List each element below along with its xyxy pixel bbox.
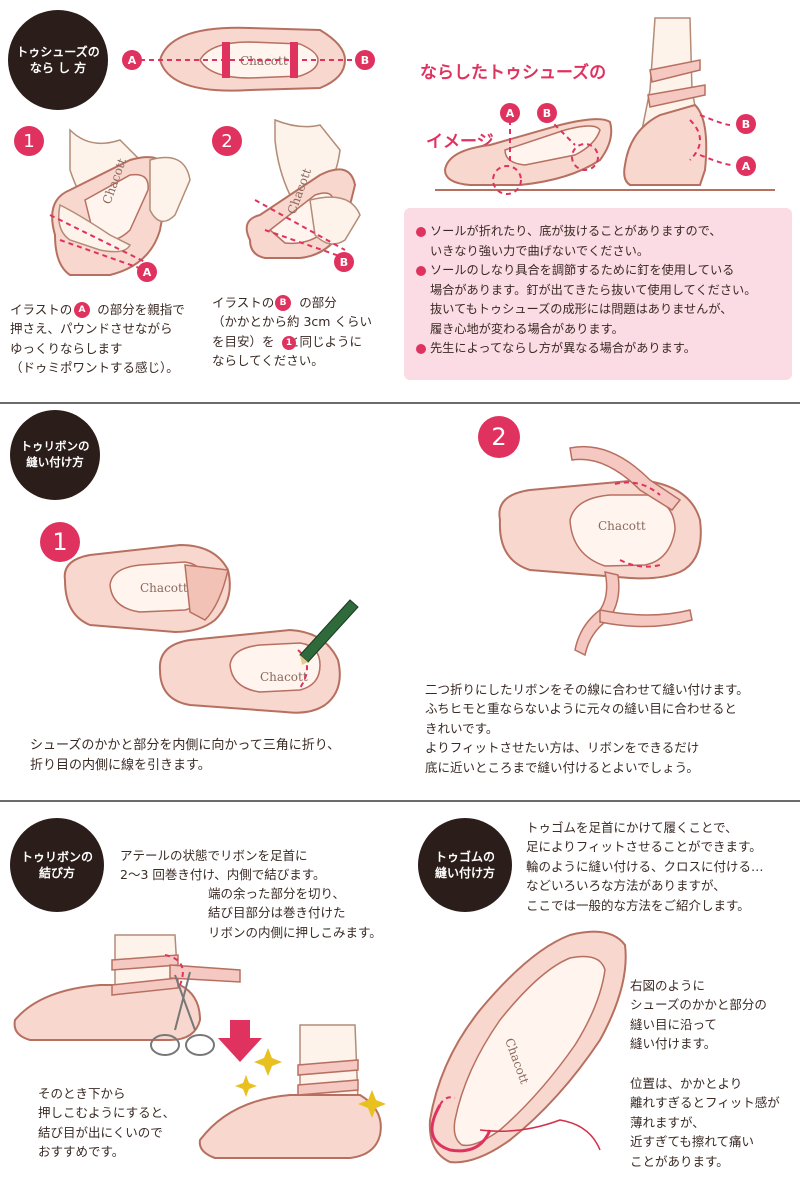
image-title-line-1: ならしたトゥシューズの: [420, 62, 607, 83]
note-2-text: ソールのしなり具合を調節するために釘を使用している 場合があります。釘が出てきた…: [430, 263, 757, 336]
marker-a-top: A: [122, 50, 142, 70]
svg-text:Chacott: Chacott: [240, 54, 288, 68]
tying-text-2: 端の余った部分を切り、 結び目部分は巻き付けた リボンの内側に押しこみます。: [208, 886, 382, 940]
section-badge-breaking-in: トゥシューズの なら し 方: [8, 10, 108, 110]
elastic-text-2: 右図のように シューズのかかと部分の 縫い目に沿って 縫い付けます。: [630, 978, 767, 1052]
note-2: ソールのしなり具合を調節するために釘を使用している 場合があります。釘が出てきた…: [416, 261, 782, 339]
step-number-2: 2: [478, 416, 520, 458]
note-1-text: ソールが折れたり、底が抜けることがありますので、 いきなり強い力で曲げないでくだ…: [430, 224, 722, 258]
inline-marker-b: B: [275, 295, 291, 311]
inline-marker-1: 1: [282, 336, 296, 350]
step-number-1: 1: [14, 126, 44, 156]
bullet-icon: [416, 266, 426, 277]
badge-line-1: トゥシューズの: [16, 44, 100, 59]
marker-a-step1: A: [137, 262, 157, 282]
elastic-text-1: トゥゴムを足首にかけて履くことで、 足によりフィットさせることができます。 輪の…: [526, 820, 764, 913]
marker-b-image: B: [537, 103, 557, 123]
badge-line-2: 縫い付け方: [26, 455, 84, 469]
svg-text:Chacott: Chacott: [502, 1036, 532, 1086]
section-badge-ribbon-sewing: トゥリボンの 縫い付け方: [10, 410, 100, 500]
section-badge-ribbon-tying: トゥリボンの 結び方: [10, 818, 104, 912]
ribbon-step2-text: 二つ折りにしたリボンをその線に合わせて縫い付けます。 ふちヒモと重ならないように…: [425, 682, 749, 775]
marker-b-image-right: B: [736, 114, 756, 134]
bullet-icon: [416, 344, 426, 355]
section-divider-1: [0, 402, 800, 404]
svg-text:Chacott: Chacott: [260, 670, 308, 684]
badge-line-1: トゥリボンの: [20, 849, 93, 864]
svg-text:Chacott: Chacott: [100, 156, 130, 206]
elastic-text-3: 位置は、かかとより 離れすぎるとフィット感が 薄れますが、 近すぎても擦れて痛い…: [630, 1076, 780, 1169]
note-3-text: 先生によってならし方が異なる場合があります。: [430, 341, 696, 356]
bullet-icon: [416, 227, 426, 237]
image-title: ならしたトゥシューズの イメージ: [420, 16, 606, 177]
step-number-2: 2: [212, 126, 242, 156]
tying-text-3: そのとき下から 押しこむようにすると、 結び目が出にくいので おすすめです。: [38, 1086, 176, 1160]
svg-text:Chacott: Chacott: [598, 519, 646, 533]
ribbon-step1-text: シューズのかかと部分を内側に向かって三角に折り、 折り目の内側に線を引きます。: [30, 738, 341, 774]
marker-b-top: B: [355, 50, 375, 70]
badge-line-1: トゥゴムの: [434, 849, 495, 864]
section-divider-2: [0, 800, 800, 802]
image-title-line-2: イメージ: [426, 131, 494, 152]
badge-line-1: トゥリボンの: [20, 439, 90, 454]
inline-marker-a: A: [74, 302, 90, 318]
marker-b-step2: B: [334, 252, 354, 272]
svg-text:Chacott: Chacott: [285, 166, 315, 216]
caution-notes: ソールが折れたり、底が抜けることがありますので、 いきなり強い力で曲げないでくだ…: [404, 208, 792, 380]
step-number-1: 1: [40, 522, 80, 562]
step1-text: イラストの の部分を親指で 押さえ、パウンドさせながら ゆっくりならします （ド…: [10, 302, 185, 376]
badge-line-2: 縫い付け方: [434, 866, 495, 880]
note-1: ソールが折れたり、底が抜けることがありますので、 いきなり強い力で曲げないでくだ…: [416, 222, 782, 261]
badge-line-2: 結び方: [38, 866, 75, 880]
step2-text: イラストの の部分 （かかとから約 3cm くらい を目安）を と同じように な…: [212, 295, 372, 369]
svg-text:Chacott: Chacott: [140, 581, 188, 595]
tying-text-1: アテールの状態でリボンを足首に 2〜3 回巻き付け、内側で結びます。: [120, 848, 326, 883]
marker-a-image-right: A: [736, 156, 756, 176]
badge-line-2: なら し 方: [29, 61, 87, 75]
section-badge-elastic-sewing: トゥゴムの 縫い付け方: [418, 818, 512, 912]
note-3: 先生によってならし方が異なる場合があります。: [416, 339, 782, 359]
marker-a-image: A: [500, 103, 520, 123]
